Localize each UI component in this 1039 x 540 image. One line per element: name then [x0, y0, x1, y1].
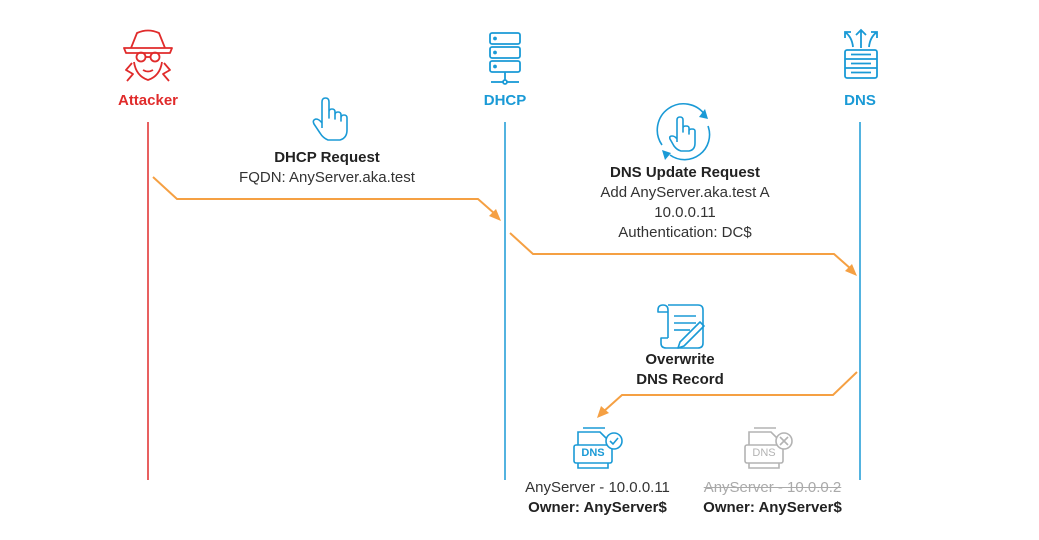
- dns-update-arrow: [509, 232, 857, 276]
- dns-update-text: DNS Update Request Add AnyServer.aka.tes…: [560, 163, 810, 243]
- dns-update-line3: Authentication: DC$: [618, 224, 752, 241]
- old-record-owner: Owner: AnyServer$: [703, 499, 842, 516]
- dns-record-check-icon: [573, 427, 623, 469]
- overwrite-arrow: [597, 371, 858, 418]
- dns-update-line1: Add AnyServer.aka.test A: [600, 184, 770, 201]
- dhcp-label: DHCP: [483, 92, 527, 109]
- spy-icon: [123, 29, 173, 82]
- dns-server-icon: [844, 28, 878, 79]
- dns-badge-old: DNS: [752, 447, 776, 459]
- dns-badge-new: DNS: [581, 447, 605, 459]
- overwrite-title-2: DNS Record: [636, 371, 724, 388]
- dhcp-request-fqdn: FQDN: AnyServer.aka.test: [239, 169, 415, 186]
- server-icon: [489, 32, 521, 85]
- new-record: AnyServer - 10.0.0.11 Owner: AnyServer$: [505, 478, 690, 518]
- hand-pointer-icon: [312, 97, 348, 141]
- dns-update-line2: 10.0.0.11: [654, 204, 716, 221]
- attacker-label: Attacker: [117, 92, 179, 109]
- old-record-value: AnyServer - 10.0.0.2: [703, 479, 842, 496]
- dns-label: DNS: [844, 92, 876, 109]
- dhcp-request-title: DHCP Request: [274, 149, 380, 166]
- overwrite-text: Overwrite DNS Record: [600, 350, 760, 390]
- overwrite-title-1: Overwrite: [645, 351, 715, 368]
- dns-record-cross-icon: [744, 427, 793, 469]
- document-edit-icon: [657, 304, 705, 349]
- dns-update-title: DNS Update Request: [609, 164, 761, 181]
- dhcp-request-arrow: [152, 176, 501, 221]
- new-record-value: AnyServer - 10.0.0.11: [525, 479, 670, 496]
- dhcp-request-text: DHCP Request FQDN: AnyServer.aka.test: [207, 148, 447, 188]
- old-record: AnyServer - 10.0.0.2 Owner: AnyServer$: [680, 478, 865, 518]
- new-record-owner: Owner: AnyServer$: [528, 499, 667, 516]
- touch-refresh-icon: [656, 102, 711, 161]
